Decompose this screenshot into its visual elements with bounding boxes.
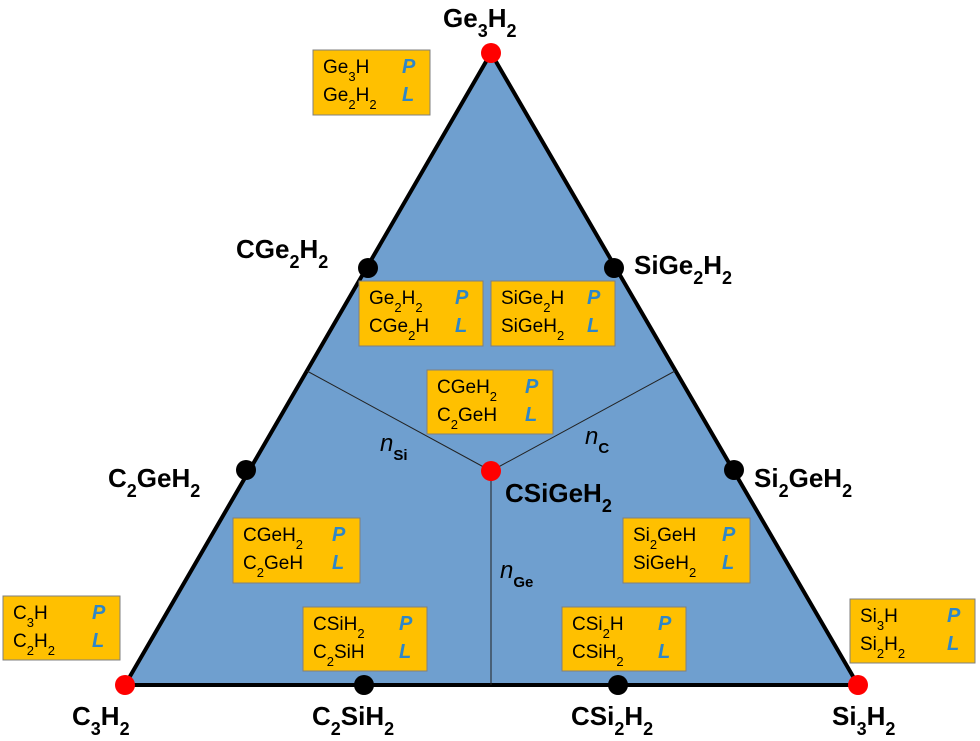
axis-label-n-c: nC — [585, 423, 609, 457]
phase-formula: C3H — [13, 603, 48, 630]
phase-box-bg — [849, 598, 976, 664]
phase-box-csi2h2: CSi2H P CSiH2 L — [561, 606, 687, 672]
phase-formula: SiGeH2 — [501, 316, 564, 343]
phase-tag-L: L — [455, 315, 467, 337]
phase-formula: Si2H2 — [860, 634, 905, 661]
edge-dot-si2geh2 — [724, 460, 744, 480]
phase-formula: SiGe2H — [501, 288, 564, 315]
phase-tag-P: P — [658, 613, 672, 635]
edge-label-c2sih2: C2SiH2 — [312, 701, 394, 739]
phase-tag-L: L — [722, 552, 734, 574]
phase-tag-P: P — [722, 524, 736, 546]
phase-box-center: CGeH2 P C2GeH L — [426, 369, 554, 435]
edge-label-c2geh2: C2GeH2 — [108, 463, 200, 501]
phase-box-cge2h2: Ge2H2 P CGe2H L — [358, 280, 484, 347]
edge-dot-c2sih2 — [354, 675, 374, 695]
phase-formula: CGeH2 — [437, 377, 497, 404]
phase-formula: C2GeH — [243, 553, 303, 580]
phase-box-c2geh2: CGeH2 P C2GeH L — [232, 517, 361, 584]
phase-tag-L: L — [92, 630, 104, 652]
edge-dot-csi2h2 — [608, 675, 628, 695]
phase-box-bg — [490, 280, 616, 347]
phase-formula: CGeH2 — [243, 525, 303, 552]
phase-box-ge3h2: Ge3H P Ge2H2 L — [312, 49, 431, 116]
phase-formula: Si2GeH — [633, 525, 696, 552]
phase-formula: SiGeH2 — [633, 553, 696, 580]
phase-box-si2geh2: Si2GeH P SiGeH2 L — [622, 517, 751, 584]
phase-tag-L: L — [587, 315, 599, 337]
phase-tag-P: P — [455, 287, 469, 309]
phase-formula: CSi2H — [572, 614, 624, 641]
phase-formula: CSiH2 — [572, 642, 624, 669]
phase-formula: Ge2H2 — [369, 288, 423, 315]
phase-tag-P: P — [402, 56, 416, 78]
phase-tag-L: L — [658, 641, 670, 663]
divider-right — [490, 370, 676, 472]
vertex-label-ge3h2: Ge3H2 — [443, 3, 517, 41]
phase-box-c2sih2: CSiH2 P C2SiH L — [302, 606, 428, 672]
center-label-csigeh2: CSiGeH2 — [505, 478, 612, 516]
phase-tag-L: L — [947, 633, 959, 655]
edge-label-sige2h2: SiGe2H2 — [634, 250, 732, 288]
edge-label-si2geh2: Si2GeH2 — [754, 463, 852, 501]
phase-box-bg — [232, 517, 361, 584]
phase-formula: C2GeH — [437, 405, 497, 432]
phase-box-bg — [622, 517, 751, 584]
divider-left — [306, 370, 492, 472]
phase-formula: C2SiH — [313, 642, 365, 669]
phase-formula: Si3H — [860, 606, 898, 633]
phase-box-sige2h2: SiGe2H P SiGeH2 L — [490, 280, 616, 347]
phase-box-c3h2: C3H P C2H2 L — [2, 595, 121, 661]
phase-tag-P: P — [947, 605, 961, 627]
phase-formula: Ge2H2 — [323, 85, 377, 112]
axis-label-n-ge: nGe — [500, 557, 533, 591]
phase-formula: Ge3H — [323, 57, 369, 84]
phase-tag-L: L — [332, 552, 344, 574]
phase-tag-P: P — [587, 287, 601, 309]
edge-label-csi2h2: CSi2H2 — [571, 701, 653, 739]
edge-dot-sige2h2 — [604, 258, 624, 278]
phase-tag-P: P — [332, 524, 346, 546]
phase-formula: C2H2 — [13, 631, 55, 658]
phase-tag-L: L — [525, 404, 537, 426]
phase-box-bg — [302, 606, 428, 672]
vertex-label-c3h2: C3H2 — [72, 701, 130, 739]
phase-tag-P: P — [399, 613, 413, 635]
edge-dot-c2geh2 — [236, 460, 256, 480]
phase-tag-P: P — [92, 602, 106, 624]
phase-box-bg — [312, 49, 431, 116]
vertex-dot-ge3h2 — [481, 43, 501, 63]
phase-tag-P: P — [525, 376, 539, 398]
phase-box-bg — [426, 369, 554, 435]
phase-box-bg — [2, 595, 121, 661]
phase-tag-L: L — [402, 84, 414, 106]
vertex-dot-si3h2 — [848, 675, 868, 695]
phase-tag-L: L — [399, 641, 411, 663]
axis-label-n-si: nSi — [380, 430, 408, 464]
vertex-label-si3h2: Si3H2 — [832, 701, 895, 739]
vertex-dot-c3h2 — [115, 675, 135, 695]
phase-box-bg — [561, 606, 687, 672]
phase-box-bg — [358, 280, 484, 347]
phase-formula: CGe2H — [369, 316, 429, 343]
phase-formula: CSiH2 — [313, 614, 365, 641]
edge-dot-cge2h2 — [358, 258, 378, 278]
phase-box-si3h2: Si3H P Si2H2 L — [849, 598, 976, 664]
center-dot-csigeh2 — [481, 461, 501, 481]
edge-label-cge2h2: CGe2H2 — [236, 234, 328, 272]
